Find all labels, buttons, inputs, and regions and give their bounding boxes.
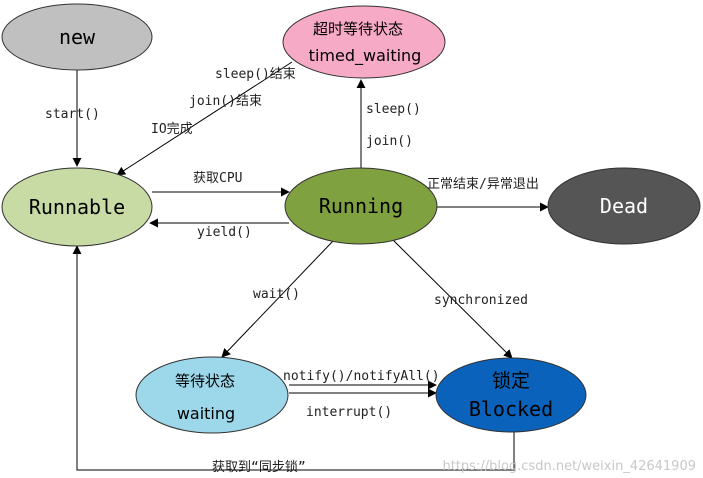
watermark: https://blog.csdn.net/weixin_42641909 [442,459,696,474]
edge-timed-waiting-to-runnable [116,61,293,176]
state-blocked-label-cn: 锁定 [492,370,530,392]
state-timed-waiting-label: timed_waiting [309,46,422,66]
state-timed-waiting: 超时等待状态 timed_waiting [282,5,446,79]
state-running: Running [284,167,438,245]
state-dead-label: Dead [600,194,648,218]
label-yield: yield() [197,225,252,240]
label-sleep-end: sleep()结束 [215,67,296,82]
state-waiting-label: waiting [177,404,235,423]
label-start: start() [45,107,100,122]
state-waiting-label-cn: 等待状态 [175,372,235,390]
state-new-label: new [59,25,96,49]
state-runnable: Runnable [1,167,153,247]
label-join: join() [366,134,413,149]
label-io-done: IO完成 [151,122,193,137]
label-join-end: join()结束 [189,94,262,109]
state-running-label: Running [319,194,403,218]
edge-acquire-lock [72,245,515,471]
label-synchronized: synchronized [434,293,528,308]
state-timed-waiting-label-cn: 超时等待状态 [313,20,403,38]
label-acquire-lock: 获取到“同步锁” [212,459,306,475]
label-sleep: sleep() [366,102,421,117]
state-blocked: 锁定 Blocked [435,357,587,433]
edge-wait [221,240,334,358]
label-get-cpu: 获取CPU [193,171,242,186]
label-finish: 正常结束/异常退出 [427,177,539,192]
state-dead: Dead [547,167,701,245]
edge-synchronized [392,239,513,359]
label-interrupt: interrupt() [306,405,392,420]
label-wait: wait() [253,287,300,302]
state-new: new [1,3,153,71]
state-waiting: 等待状态 waiting [135,356,289,434]
state-blocked-label: Blocked [469,397,553,421]
state-runnable-label: Runnable [29,195,125,219]
label-notify: notify()/notifyAll() [283,369,440,384]
